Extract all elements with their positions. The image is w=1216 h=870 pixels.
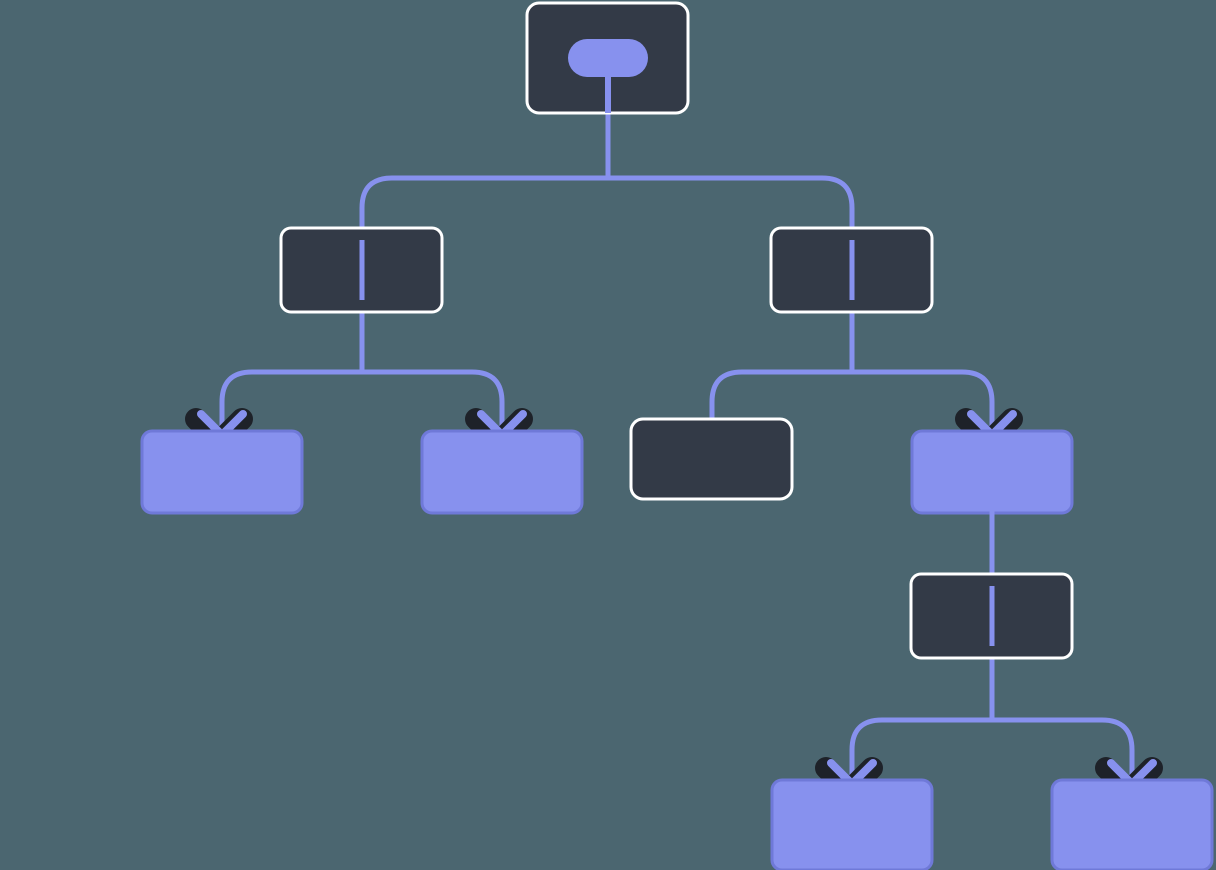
purple-node-layer [140, 429, 1214, 870]
node-l2-d[interactable] [910, 429, 1074, 515]
node-l4-b[interactable] [1050, 778, 1214, 870]
node-l2-a[interactable] [140, 429, 304, 515]
dark-node-layer [279, 1, 1074, 660]
edge-root-to-l1-right [608, 175, 855, 312]
edge-l3-a-to-l4-b [992, 717, 1135, 790]
node-l2-b[interactable] [420, 429, 584, 515]
edge-root-to-l1-left [359, 175, 608, 312]
edge-l1-left-to-l2-a [219, 369, 362, 441]
edge-l3-a-to-l4-a [849, 717, 992, 790]
edge-l1-right-to-l2-d [852, 369, 995, 441]
edge-l1-left-to-l2-b [362, 369, 505, 441]
node-root-inner-pill [568, 39, 648, 77]
node-l4-a[interactable] [770, 778, 934, 870]
edge-l1-right-to-l2-c [709, 369, 852, 419]
node-l2-c[interactable] [629, 417, 794, 501]
